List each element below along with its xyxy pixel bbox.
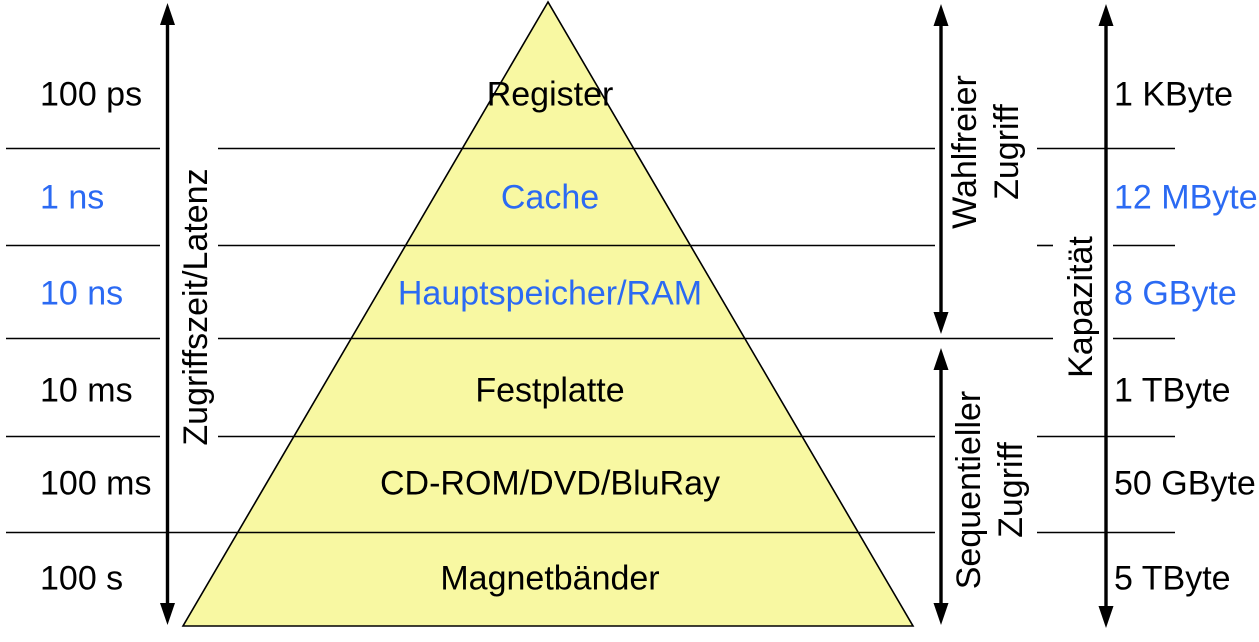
latency-label-ram: 10 ns	[40, 274, 124, 313]
capacity-label-cdrom: 50 GByte	[1114, 464, 1256, 503]
random-access-arrow	[933, 4, 949, 334]
latency-label-cdrom: 100 ms	[40, 464, 152, 503]
latency-axis-arrow	[160, 3, 175, 625]
level-name-ram: Hauptspeicher/RAM	[397, 274, 703, 313]
level-name-cdrom: CD-ROM/DVD/BluRay	[379, 464, 721, 503]
capacity-axis-arrow	[1098, 4, 1114, 628]
sequential-access-arrow	[933, 348, 949, 625]
level-name-festplatte: Festplatte	[475, 371, 625, 410]
pyramid-shape	[181, 0, 915, 627]
latency-label-festplatte: 10 ms	[40, 371, 133, 410]
level-name-register: Register	[486, 75, 614, 114]
level-name-cache: Cache	[500, 178, 600, 217]
latency-label-register: 100 ps	[40, 75, 143, 114]
capacity-label-festplatte: 1 TByte	[1114, 371, 1231, 410]
capacity-label-cache: 12 MByte	[1114, 178, 1258, 217]
capacity-label-ram: 8 GByte	[1114, 274, 1237, 313]
latency-label-cache: 1 ns	[40, 178, 105, 217]
latency-label-magnetbaender: 100 s	[40, 559, 124, 598]
capacity-label-register: 1 KByte	[1114, 75, 1234, 114]
capacity-label-magnetbaender: 5 TByte	[1114, 559, 1231, 598]
level-name-magnetbaender: Magnetbänder	[440, 559, 660, 598]
